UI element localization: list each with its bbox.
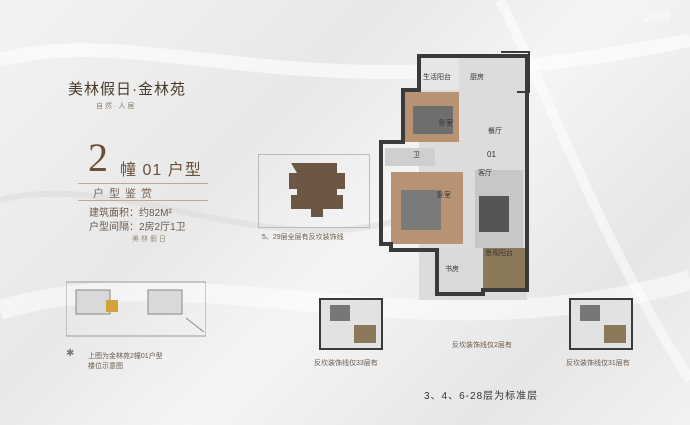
building-thumbnail bbox=[258, 154, 370, 228]
room-bedroom2: 卧室 bbox=[437, 192, 451, 199]
area-spec: 建筑面积：约82M² bbox=[89, 204, 172, 219]
variant-label-right: 反坎装饰线仅31层有 bbox=[566, 360, 630, 367]
floor-plan-drawing bbox=[379, 51, 530, 300]
room-kitchen: 厨房 bbox=[470, 74, 484, 81]
area-unit: M² bbox=[160, 208, 172, 219]
variant-plan-right bbox=[566, 295, 636, 353]
standard-floor-label: 3、4、6-28层为标准层 bbox=[424, 391, 539, 402]
site-caption-line2: 楼位示意图 bbox=[88, 363, 123, 370]
room-bath: 卫 bbox=[413, 152, 420, 159]
variant-plan-left-drawing bbox=[319, 298, 383, 350]
variant-plan-right-drawing bbox=[569, 298, 633, 350]
room-living: 客厅 bbox=[478, 170, 492, 177]
room-balcony: 景观阳台 bbox=[485, 250, 513, 257]
room-laundry: 生活阳台 bbox=[423, 74, 451, 81]
thumbnail-caption: 5、29层全层有反坎装饰线 bbox=[262, 234, 344, 241]
site-plan-drawing bbox=[65, 281, 207, 337]
building-number: 2 bbox=[88, 135, 108, 180]
divider-bottom bbox=[78, 200, 208, 201]
compass-icon: ✱ bbox=[66, 348, 75, 359]
variant-plan-left bbox=[316, 295, 386, 353]
building-thumbnail-shape bbox=[289, 163, 345, 217]
section-header: 户型鉴赏 bbox=[93, 188, 157, 200]
unit-type-title: 幢 01 户型 bbox=[120, 162, 202, 179]
layout-label: 户型间隔： bbox=[89, 222, 139, 233]
layout-spec: 户型间隔：2房2厅1卫 bbox=[89, 218, 186, 233]
brand-logo: 美林假日·金林苑 自然·人居 bbox=[68, 78, 186, 111]
site-caption-line1: 上图为金林苑2幢01户型 bbox=[88, 353, 163, 360]
room-dining: 餐厅 bbox=[488, 128, 502, 135]
divider-top bbox=[78, 183, 208, 184]
floor-plan: 生活阳台 厨房 卧室 餐厅 卫 01 客厅 卧室 景观阳台 书房 bbox=[375, 50, 535, 300]
variant-label-left: 反坎装饰线仅33层有 bbox=[314, 360, 378, 367]
area-label: 建筑面积：约 bbox=[89, 208, 149, 219]
layout-value: 2房2厅1卫 bbox=[139, 222, 186, 233]
brand-logo-sub: 自然·人居 bbox=[96, 103, 137, 110]
room-bedroom1: 卧室 bbox=[439, 120, 453, 127]
site-plan bbox=[65, 278, 207, 340]
room-study: 书房 bbox=[445, 266, 459, 273]
room-mark: 01 bbox=[487, 150, 496, 159]
footer-brand: 美林假日 bbox=[132, 236, 168, 243]
area-value: 82 bbox=[149, 208, 161, 219]
variant-label-middle: 反坎装饰线仅2层有 bbox=[452, 342, 512, 349]
brand-logo-text: 美林假日·金林苑 bbox=[68, 81, 186, 98]
watermark: Q房网 bbox=[642, 12, 670, 23]
